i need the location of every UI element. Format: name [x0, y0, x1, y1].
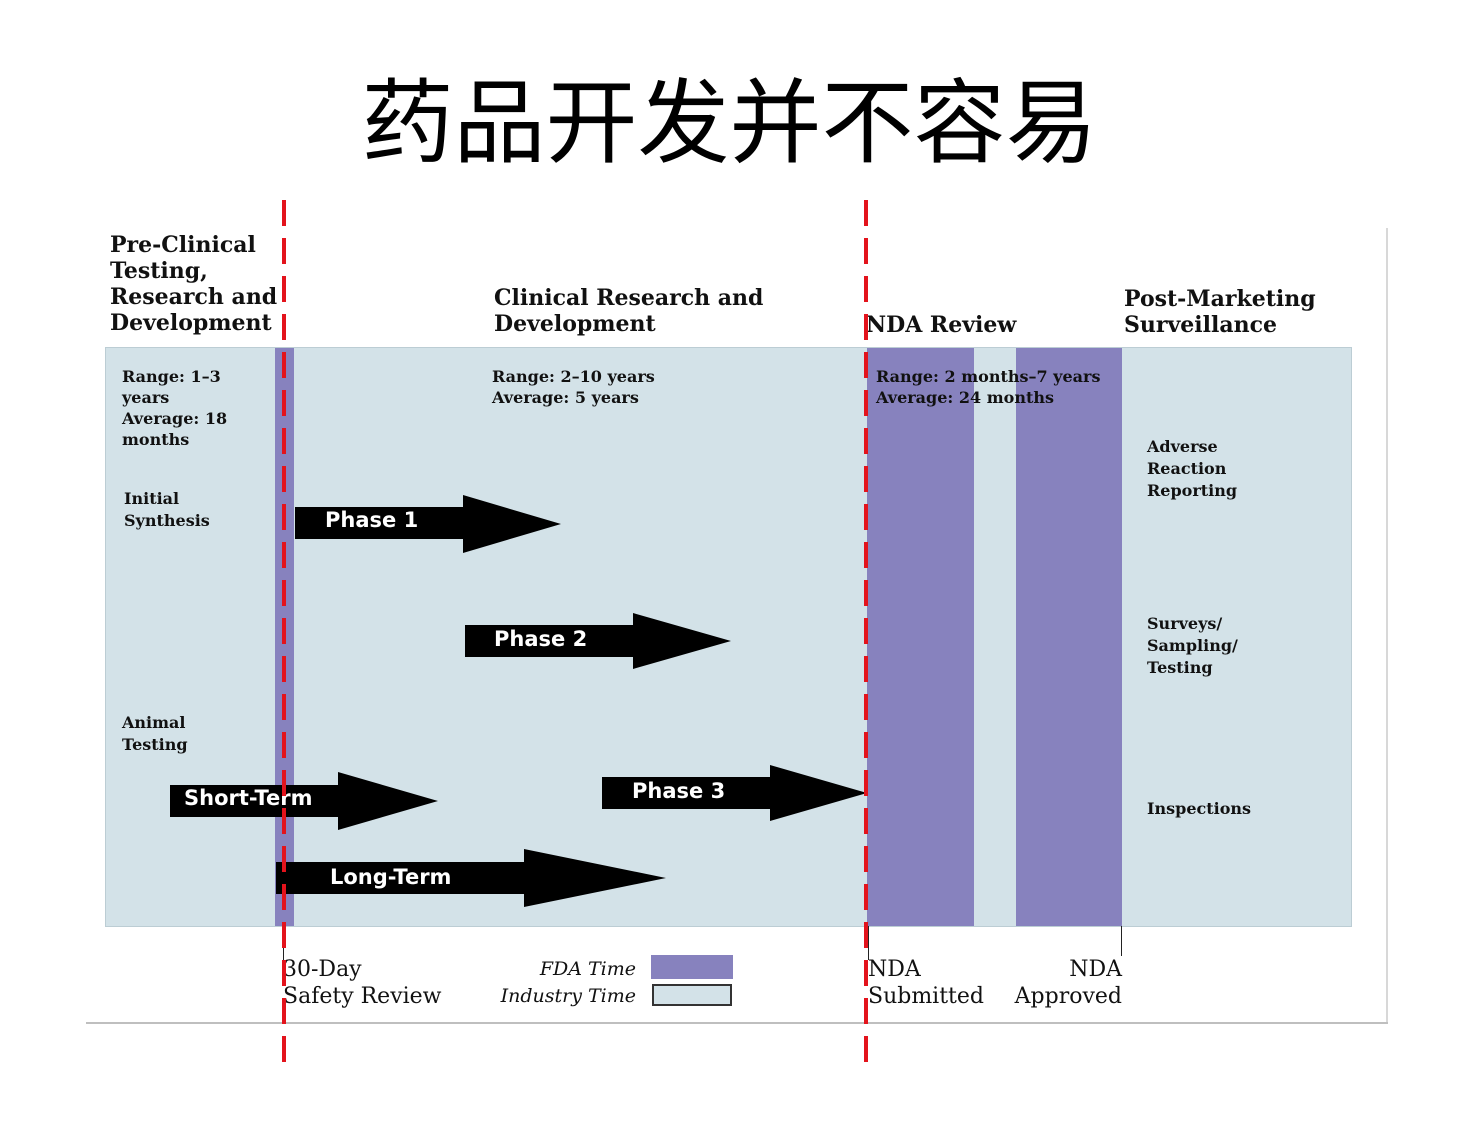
legend-fda-time-swatch: [651, 955, 733, 979]
range-preclinical: Range: 1–3 years Average: 18 months: [122, 367, 228, 449]
range-clinical: Range: 2–10 years Average: 5 years: [492, 367, 655, 407]
tick-nda-approved: [1121, 926, 1122, 956]
page-title: 药品开发并不容易: [361, 70, 1098, 177]
fda-band-nda-review-1: [867, 348, 974, 926]
label-adverse-reaction: Adverse Reaction Reporting: [1147, 437, 1238, 500]
heading-post-marketing: Post-Marketing Surveillance: [1124, 286, 1316, 338]
label-nda-approved: NDA Approved: [1014, 957, 1122, 1009]
timeline-chart-area: [105, 347, 1352, 927]
marker-line-nda-submitted: [864, 200, 868, 1068]
fda-band-nda-review-2: [1016, 348, 1122, 926]
phase1-label: Phase 1: [325, 508, 419, 532]
heading-clinical: Clinical Research and Development: [494, 285, 764, 337]
heading-preclinical: Pre-Clinical Testing, Research and Devel…: [110, 232, 278, 336]
phase2-arrow: [465, 613, 731, 669]
legend-industry-time-swatch: [652, 984, 732, 1006]
phase3-arrow: [602, 765, 867, 821]
phase1-arrow: [295, 495, 561, 553]
frame-right-edge: [1386, 228, 1388, 1024]
label-safety-review: 30-Day Safety Review: [283, 957, 442, 1009]
short-term-arrow: [170, 772, 438, 830]
phase2-label: Phase 2: [494, 627, 588, 651]
legend-fda-time-label: FDA Time: [539, 958, 636, 980]
label-animal-testing: Animal Testing: [122, 713, 188, 754]
label-surveys: Surveys/ Sampling/ Testing: [1147, 614, 1238, 677]
tick-nda-submitted: [868, 926, 869, 960]
long-term-arrow: [276, 849, 666, 907]
label-nda-submitted: NDA Submitted: [868, 957, 985, 1009]
marker-line-safety-review: [282, 200, 286, 1068]
range-nda: Range: 2 months–7 years Average: 24 mont…: [876, 367, 1101, 407]
long-term-label: Long-Term: [330, 865, 452, 889]
phase3-label: Phase 3: [632, 779, 726, 803]
legend-industry-time-label: Industry Time: [500, 985, 636, 1007]
label-inspections: Inspections: [1147, 799, 1252, 818]
heading-nda-review: NDA Review: [866, 312, 1017, 338]
label-initial-synthesis: Initial Synthesis: [124, 489, 210, 530]
frame-bottom-edge: [86, 1022, 1388, 1024]
short-term-label: Short-Term: [184, 786, 313, 810]
